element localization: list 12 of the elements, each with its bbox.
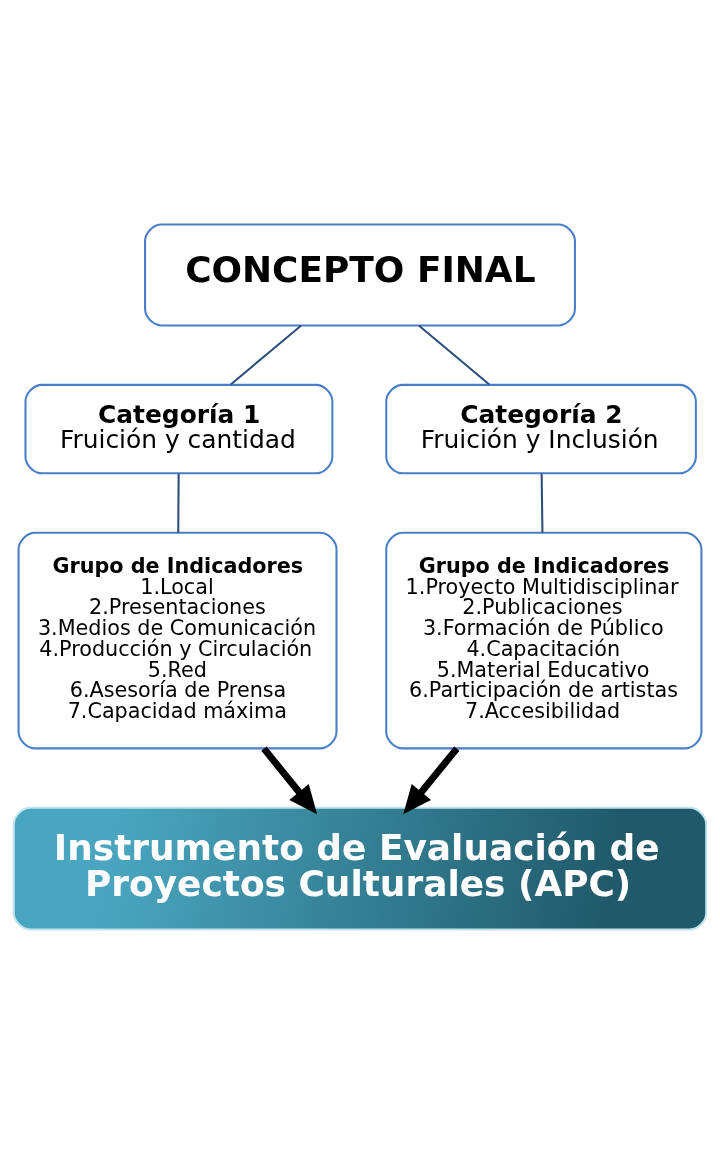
connector [230, 324, 302, 385]
node-box: Instrumento de Evaluación de Proyectos Culturales (APC) [12, 806, 708, 930]
connector [418, 324, 490, 385]
connector [540, 473, 544, 533]
arrow [261, 746, 318, 814]
connector [177, 473, 180, 533]
node-box: Categoría 2 Fruición y Inclusión [385, 383, 697, 474]
node-box: Grupo de Indicadores 1.Local 2.Presentaciones 3.Medios de Comunicación 4.Producción y Circulación 5.Red 6.Asesoría de Prensa 7.Capacidad máxima [17, 531, 338, 749]
node-box: CONCEPTO FINAL [144, 223, 576, 326]
arrow [403, 746, 460, 814]
node-box: Categoría 1 Fruición y cantidad [24, 383, 334, 474]
node-box: Grupo de Indicadores 1.Proyecto Multidisciplinar 2.Publicaciones 3.Formación de Público 4.Capacitación 5.Material Educativo 6.Participación de artistas 7.Accesibilidad [385, 531, 703, 749]
